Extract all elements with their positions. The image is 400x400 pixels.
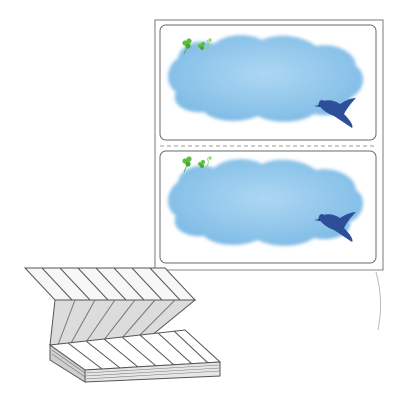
sheet-tail: [375, 271, 382, 331]
swallow-bird-icon: [314, 98, 356, 128]
fanfold-label-stack: [23, 267, 222, 383]
stack-top-flap: [23, 267, 197, 301]
cloud-illustration: [167, 159, 364, 246]
label-2: [159, 150, 377, 264]
clover-icon: [182, 38, 212, 55]
label-1: [159, 24, 377, 141]
clover-icon: [182, 156, 212, 173]
cloud-illustration: [167, 35, 364, 122]
swallow-bird-icon: [314, 212, 356, 242]
